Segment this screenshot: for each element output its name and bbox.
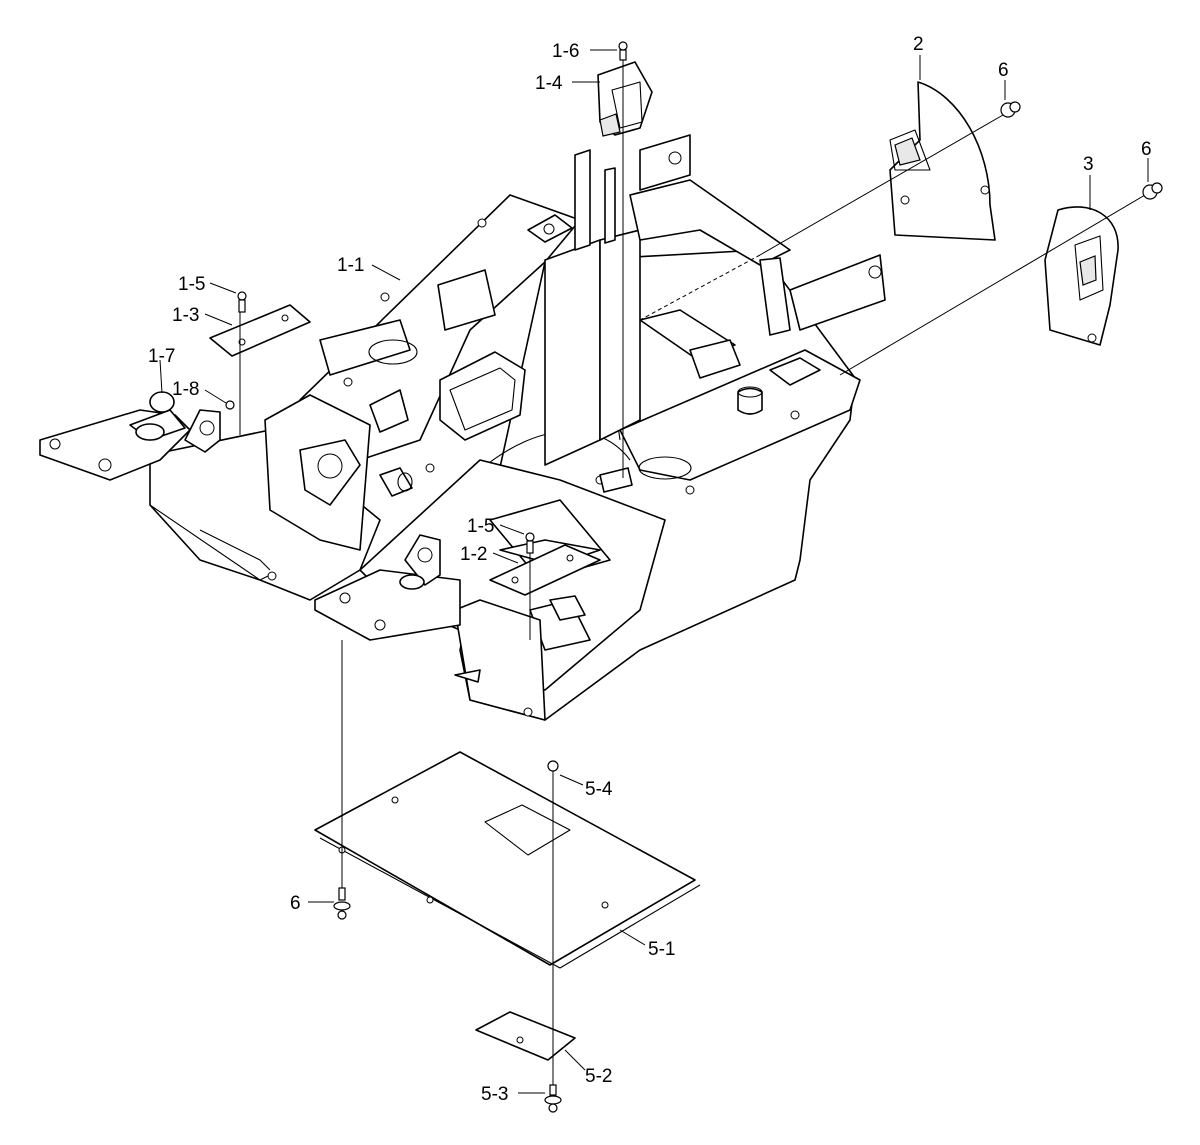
bolt-1-8 [225, 400, 235, 410]
nut-5-4 [547, 760, 559, 772]
part-2-cover [889, 81, 996, 241]
bolt-5-3 [544, 1084, 562, 1113]
part-1-4-bracket [597, 61, 653, 137]
callout-1-3: 1-3 [172, 305, 199, 326]
part-5-1-undercover [314, 751, 701, 969]
callout-1-4: 1-4 [535, 73, 563, 94]
callout-1-5-left: 1-5 [178, 274, 205, 295]
bolt-6-top-2 [1142, 182, 1163, 200]
leader-lines [159, 49, 1149, 1094]
callout-labels: 1-6 1-4 2 6 6 3 1-1 1-5 1-3 1-7 1-8 1-5 … [148, 34, 1152, 1105]
callout-1-1: 1-1 [337, 255, 364, 276]
left-ear-bracket [39, 391, 221, 481]
callout-5-1: 5-1 [648, 939, 675, 960]
front-right-bracket [314, 534, 461, 641]
callout-1-2: 1-2 [460, 544, 487, 565]
bolt-1-5-left [237, 291, 247, 313]
callout-5-2: 5-2 [585, 1066, 612, 1087]
callout-1-6: 1-6 [552, 41, 579, 62]
callout-6-upper-1: 6 [998, 60, 1009, 81]
assembly-lines [239, 45, 1146, 1090]
bolt-6-bottom [333, 887, 351, 920]
callout-2: 2 [913, 34, 924, 55]
bolt-1-5-center [525, 532, 535, 554]
callout-1-5-center: 1-5 [467, 516, 494, 537]
main-frame [149, 134, 886, 721]
callout-5-4: 5-4 [585, 779, 613, 800]
callout-6-lower: 6 [290, 893, 301, 914]
part-1-2-plate [489, 544, 601, 596]
part-1-3-plate [209, 304, 311, 357]
part-5-2-cover [475, 1011, 576, 1061]
bolt-6-top-1 [1000, 101, 1021, 118]
part-3-cover [1044, 206, 1119, 346]
bolt-1-6 [618, 41, 628, 61]
callout-3: 3 [1083, 154, 1094, 175]
callout-5-3: 5-3 [481, 1084, 508, 1105]
fasteners [225, 41, 1163, 1113]
callout-1-8: 1-8 [172, 379, 199, 400]
callout-1-7: 1-7 [148, 346, 175, 367]
callout-6-upper-2: 6 [1141, 139, 1152, 160]
